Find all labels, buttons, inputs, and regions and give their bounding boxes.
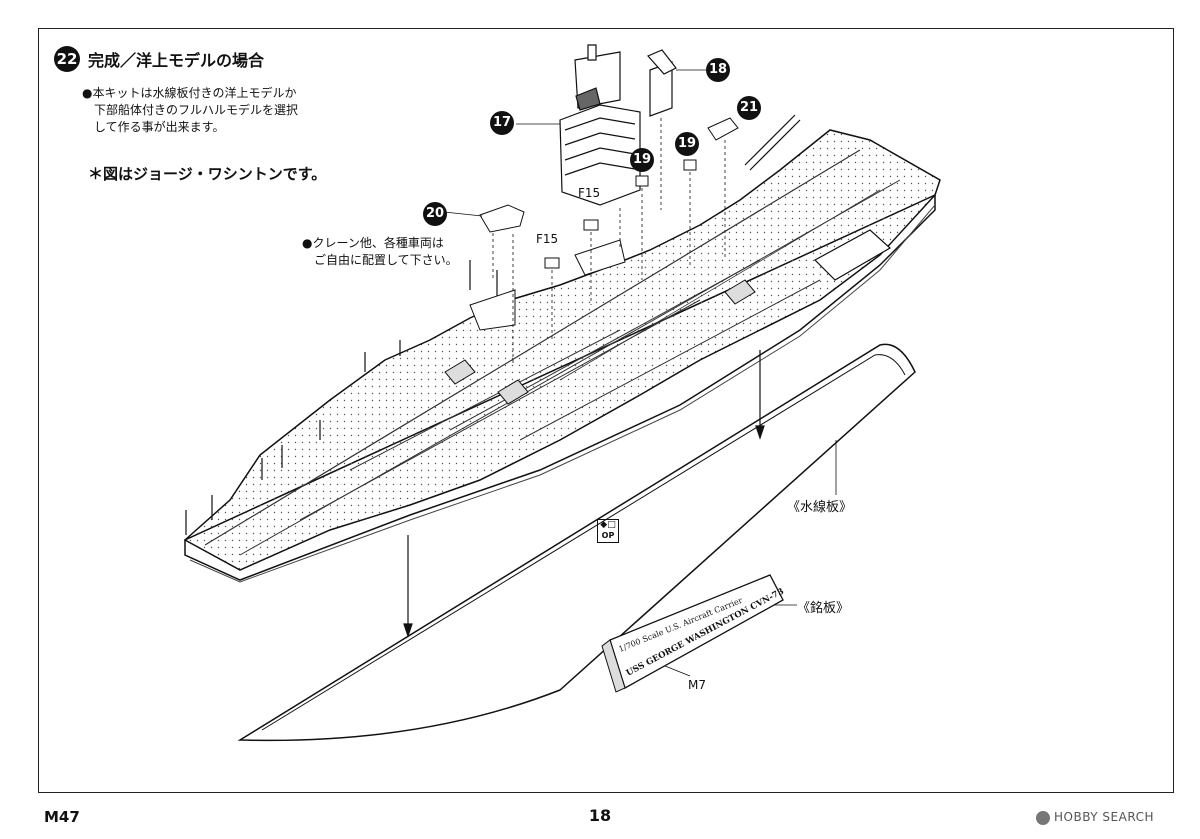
optional-part-text: OP	[601, 531, 615, 540]
callout-21: 21	[737, 96, 761, 120]
flight-deck	[183, 129, 941, 571]
waterline-plate	[237, 343, 916, 742]
kit-note-line-1: ●本キットは水線板付きの洋上モデルか	[82, 86, 297, 100]
watermark: HOBBY SEARCH	[1036, 810, 1154, 825]
kit-note-line-2: 下部船体付きのフルハルモデルを選択	[94, 103, 299, 117]
page-number: 18	[588, 806, 612, 825]
vehicle-note-line-1: ●クレーン他、各種車両は	[302, 236, 444, 250]
kit-note: ●本キットは水線板付きの洋上モデルか 下部船体付きのフルハルモデルを選択 して作…	[82, 85, 298, 136]
callout-17: 17	[490, 111, 514, 135]
part-21	[707, 117, 739, 141]
callout-18: 18	[706, 58, 730, 82]
kit-note-line-3: して作る事が出来ます。	[94, 120, 225, 134]
part-f15a	[583, 219, 599, 231]
part-label-f15a: F15	[578, 186, 601, 200]
callout-19a: 19	[630, 148, 654, 172]
island-superstructure	[559, 44, 641, 206]
part-f15b	[544, 257, 560, 269]
part-label-m7: M7	[688, 678, 706, 692]
page-frame	[38, 28, 1174, 793]
vehicle-note-line-2: ご自由に配置して下さい。	[314, 253, 458, 267]
step-number-badge: 22	[54, 46, 80, 72]
optional-part-icon: ◆□	[600, 520, 616, 530]
waterline-label: 《水線板》	[787, 500, 853, 515]
figure-note: ＊図はジョージ・ワシントンです。	[88, 165, 327, 183]
optional-part-mark: ◆□ OP	[597, 519, 619, 543]
part-19a	[635, 175, 649, 187]
part-20-vehicle	[479, 204, 525, 233]
callout-20: 20	[423, 202, 447, 226]
mast-part	[646, 49, 677, 117]
watermark-logo-icon	[1036, 810, 1050, 825]
callout-19b: 19	[675, 132, 699, 156]
vehicle-note: ●クレーン他、各種車両は ご自由に配置して下さい。	[302, 235, 458, 269]
nameplate-label: 《銘板》	[797, 601, 850, 616]
step-title: 完成／洋上モデルの場合	[88, 51, 265, 70]
part-label-f15b: F15	[536, 232, 559, 246]
footer-code: M47	[44, 808, 80, 826]
watermark-text: HOBBY SEARCH	[1054, 810, 1154, 824]
part-19b	[683, 159, 697, 171]
